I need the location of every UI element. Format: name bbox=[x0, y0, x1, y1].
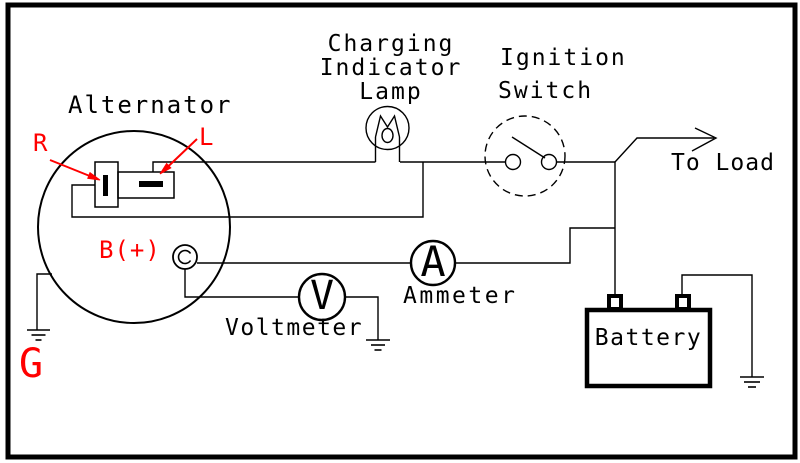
battery-box bbox=[584, 307, 713, 389]
to-load-arrowhead bbox=[691, 127, 718, 152]
ignition-switch-label-line1: Ignition bbox=[500, 45, 627, 71]
l-terminal-bar bbox=[139, 181, 163, 187]
switch-blade bbox=[511, 136, 546, 159]
charging-lamp-label: Charging Indicator Lamp bbox=[291, 33, 491, 105]
l-terminal-arrow bbox=[159, 138, 198, 175]
r-terminal-arrow bbox=[49, 159, 101, 181]
voltmeter-label: Voltmeter bbox=[225, 315, 364, 341]
g-terminal-label: G bbox=[19, 341, 46, 387]
wire-alternator-to-ground bbox=[36, 273, 52, 330]
ammeter-label: Ammeter bbox=[403, 283, 518, 309]
wire-voltmeter-to-ground bbox=[345, 296, 379, 340]
charging-lamp-label-line2: Indicator bbox=[319, 55, 463, 81]
voltmeter-meter-letter: V bbox=[309, 273, 335, 319]
r-terminal-label: R bbox=[33, 129, 50, 157]
ground-symbol-battery bbox=[740, 376, 764, 388]
lamp-flame-loop bbox=[381, 127, 394, 144]
battery-post-left bbox=[607, 294, 623, 311]
wires-group bbox=[36, 127, 753, 377]
diagram-border bbox=[5, 2, 798, 460]
switch-contact-left bbox=[504, 153, 522, 171]
wire-l-to-lamp bbox=[152, 161, 376, 172]
b-plus-outer-circle bbox=[172, 244, 198, 270]
wire-r-bypass bbox=[71, 162, 424, 218]
b-plus-terminal bbox=[172, 244, 198, 270]
ignition-switch-label-line2: Switch bbox=[498, 78, 594, 104]
connector-right-box bbox=[117, 171, 175, 199]
b-plus-terminal-label: B(+) bbox=[99, 236, 161, 264]
ground-symbol-voltmeter bbox=[366, 339, 390, 351]
switch-dashed-circle bbox=[484, 115, 566, 197]
lamp-circle bbox=[365, 105, 410, 151]
l-terminal-label: L bbox=[199, 123, 216, 151]
ignition-switch-symbol bbox=[484, 115, 566, 197]
battery-label: Battery bbox=[594, 325, 703, 351]
charging-lamp-label-line1: Charging bbox=[327, 31, 455, 57]
wire-to-load bbox=[614, 137, 714, 163]
battery-post-right bbox=[675, 294, 691, 311]
charging-lamp-symbol bbox=[365, 105, 410, 162]
alternator-label: Alternator bbox=[68, 91, 233, 119]
wire-battery-to-ground bbox=[681, 274, 753, 377]
wire-bplus-to-voltmeter bbox=[184, 269, 299, 298]
b-plus-inner-c bbox=[177, 249, 192, 265]
ground-symbol-alternator bbox=[27, 329, 50, 341]
wire-ammeter-to-battery bbox=[455, 227, 615, 264]
voltmeter-circle bbox=[297, 272, 347, 322]
alternator-circle bbox=[37, 130, 231, 324]
ammeter-meter-letter: A bbox=[420, 237, 446, 286]
ammeter-circle bbox=[409, 239, 457, 287]
switch-contact-right bbox=[540, 153, 558, 171]
r-terminal-bar bbox=[103, 175, 108, 196]
charging-lamp-label-line3: Lamp bbox=[359, 79, 423, 105]
lamp-flame bbox=[374, 114, 401, 138]
to-load-label: To Load bbox=[671, 150, 775, 176]
battery-symbol bbox=[584, 294, 713, 389]
